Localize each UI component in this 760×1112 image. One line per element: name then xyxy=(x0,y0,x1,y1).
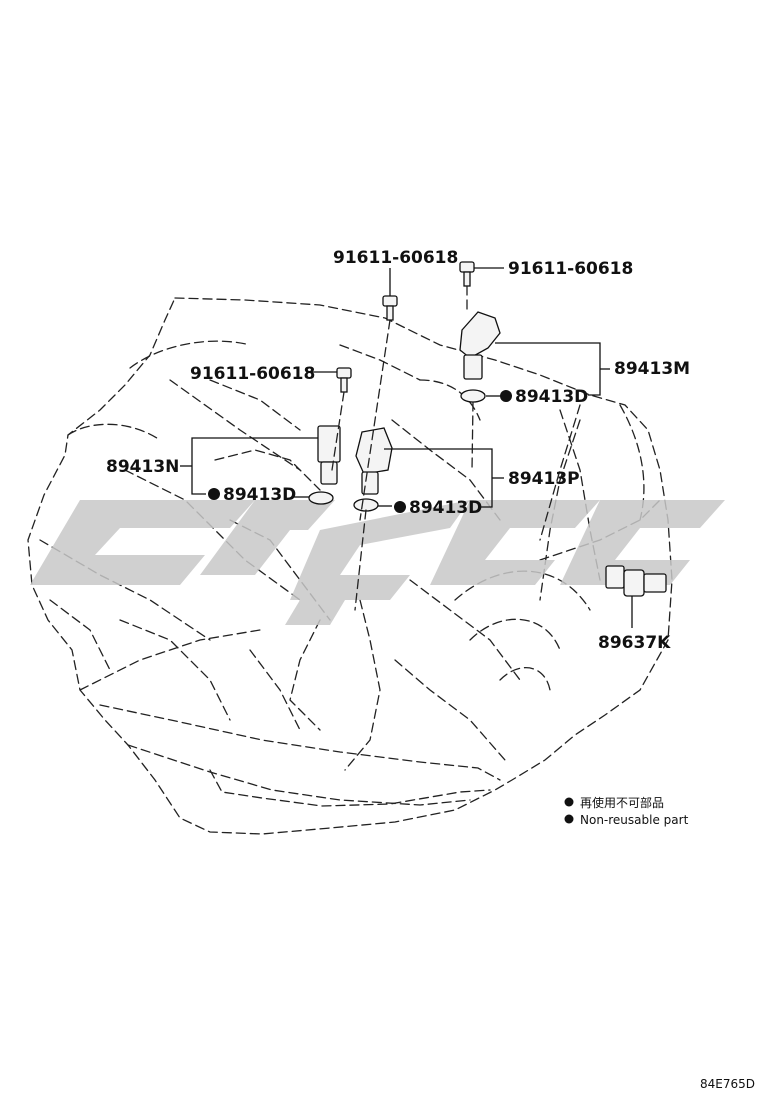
legend-japanese: 再使用不可部品 xyxy=(580,795,664,810)
reference-code: 84E765D xyxy=(700,1077,755,1091)
legend-dot-english xyxy=(564,814,574,824)
legend-english: Non-reusable part xyxy=(580,813,689,827)
non-reusable-dot-n xyxy=(208,488,220,500)
leader-lines xyxy=(180,267,633,628)
sensor-89637k xyxy=(605,565,667,597)
callout-sensor-89637k: 89637K xyxy=(598,633,671,653)
non-reusable-dot-p xyxy=(394,501,406,513)
callout-sensor-89413n: 89413N xyxy=(106,457,179,477)
transmission-housing xyxy=(27,297,673,835)
alignment-lines xyxy=(331,285,581,611)
callout-bolt-top-center: 91611-60618 xyxy=(333,248,458,268)
callout-sensor-89413m: 89413M xyxy=(614,359,690,379)
callout-oring-89413d-n: 89413D xyxy=(223,485,296,505)
callout-sensor-89413p: 89413P xyxy=(508,469,580,489)
oring-89413d-n xyxy=(308,491,334,505)
watermark-logo xyxy=(30,500,725,625)
callout-bolt-top-right: 91611-60618 xyxy=(508,259,633,279)
legend: 再使用不可部品 Non-reusable part xyxy=(564,795,689,827)
legend-dot-japanese xyxy=(564,797,574,807)
bolt-left xyxy=(336,367,352,393)
sensor-89413p xyxy=(355,427,393,495)
callout-bolt-left: 91611-60618 xyxy=(190,364,315,384)
sensor-89413n xyxy=(317,425,341,485)
bolt-top-right xyxy=(459,261,475,287)
oring-89413d-p xyxy=(353,498,379,512)
callout-oring-89413d-m: 89413D xyxy=(515,387,588,407)
sensor-89413m xyxy=(459,311,501,380)
oring-89413d-m xyxy=(460,389,486,403)
bolt-top-center xyxy=(382,295,398,321)
non-reusable-dot-m xyxy=(500,390,512,402)
callout-oring-89413d-p: 89413D xyxy=(409,498,482,518)
